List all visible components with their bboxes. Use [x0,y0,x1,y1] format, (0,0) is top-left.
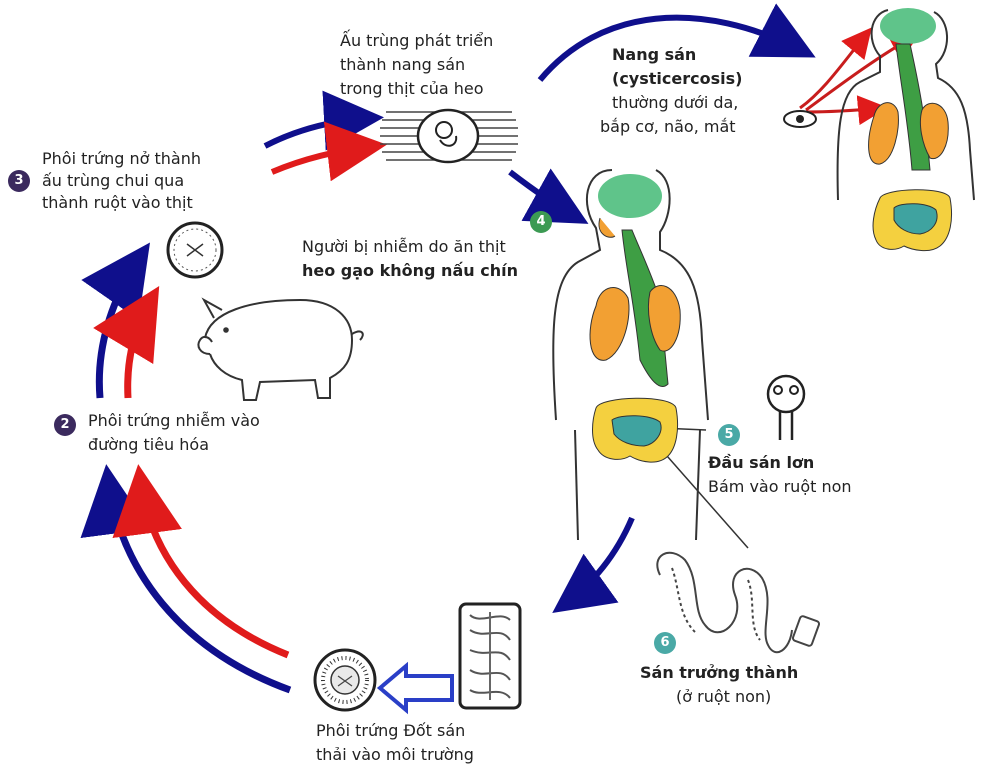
step-6-sub: (ở ruột non) [676,687,772,706]
step-3-line-2: ấu trùng chui qua [42,171,185,190]
arrow-red-to-larva [270,121,387,182]
step-2-line-2: đường tiêu hóa [88,435,209,454]
hatched-embryo [166,221,224,279]
step-4-badge: 4 [530,211,552,233]
eye-icon [783,110,817,128]
step-5-badge: 5 [718,424,740,446]
human-figure-cyst-host [836,8,975,252]
step-3-line-1: Phôi trứng nở thành [42,149,201,168]
step-5-sub: Bám vào ruột non [708,477,852,496]
step-6-badge: 6 [654,632,676,654]
larva-text-line-2: thành nang sán [340,55,466,74]
step-3-line-3: thành ruột vào thịt [42,193,193,212]
cyst-line-2: bắp cơ, não, mắt [600,117,736,136]
step-4-line-1: Người bị nhiễm do ăn thịt [302,237,506,256]
step-2-line-1: Phôi trứng nhiễm vào [88,411,260,430]
arrow-red-left-up [93,285,160,399]
larva-text-line-1: Ấu trùng phát triển [340,31,494,50]
arrow-blue-to-cyst-host [537,3,816,82]
egg [313,648,377,712]
egg-text-line-2: thải vào môi trường [316,745,474,764]
arrow-hollow-left [376,661,454,715]
pointer-line-adult [659,447,749,549]
arrow-blue-bottom-left [80,464,292,694]
cyst-line-1: thường dưới da, [612,93,739,112]
arrow-red-bottom-left [112,464,290,659]
pig-illustration [197,297,364,401]
scolex-head [766,374,806,440]
human-figure-central [552,169,709,541]
step-2-badge: 2 [54,414,76,436]
arrow-red-cyst-1 [799,27,872,110]
step-6-title: Sán trưởng thành [640,663,799,682]
cyst-title-2: (cysticercosis) [612,69,743,88]
arrow-red-cyst-3 [805,95,888,126]
arrow-blue-to-segment [552,516,635,613]
step-5-title: Đầu sán lơn [708,453,815,472]
muscle-cyst [380,108,518,164]
proglottid-segment [458,602,522,710]
cyst-title-1: Nang sán [612,45,697,64]
adult-tapeworm [656,551,820,654]
arrow-blue-to-larva [263,90,384,151]
step-4-line-2: heo gạo không nấu chín [302,261,518,280]
larva-text-line-3: trong thịt của heo [340,79,484,98]
arrow-blue-to-human [508,168,589,224]
egg-text-line-1: Phôi trứng Đốt sán [316,721,466,740]
step-3-badge: 3 [8,170,30,192]
